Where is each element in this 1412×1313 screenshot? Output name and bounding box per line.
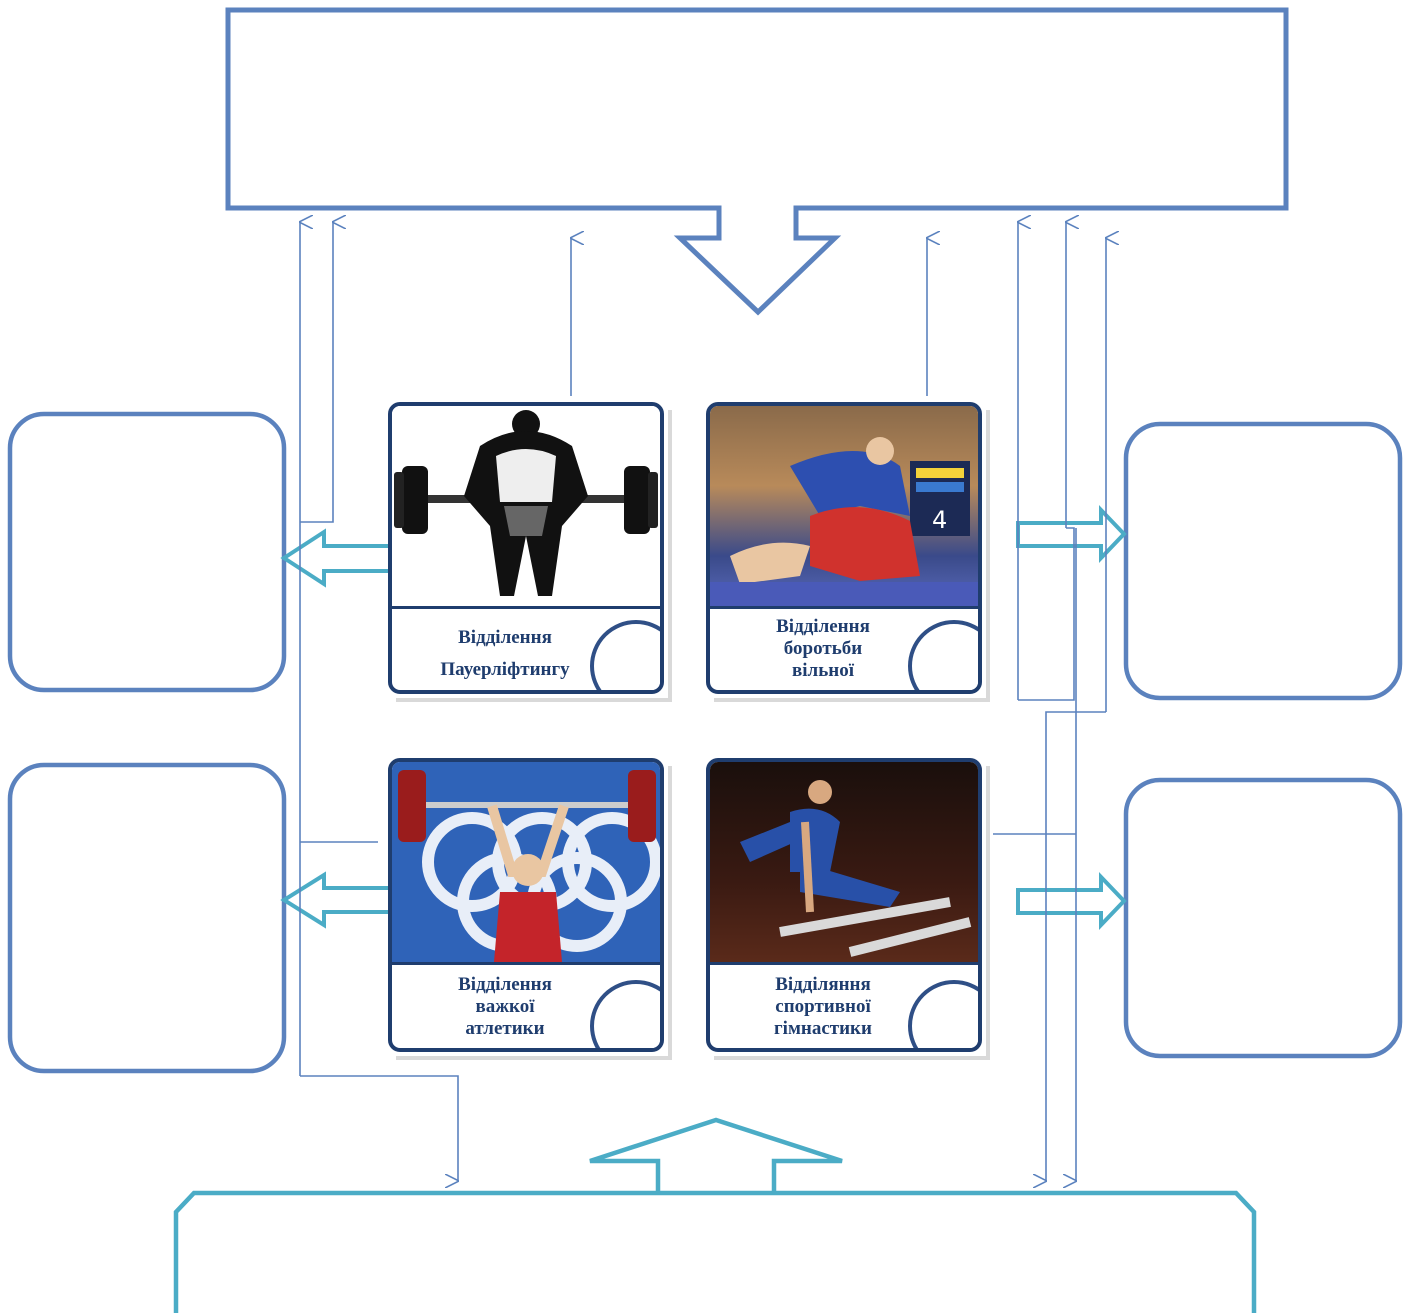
caption-line: Відділяння bbox=[775, 974, 871, 995]
teal-arrow-right-upper bbox=[1016, 505, 1127, 563]
unit-caption-weightlifting: Відділення важкої атлетики bbox=[410, 974, 600, 1040]
caption-line: Відділення bbox=[458, 627, 552, 648]
caption-line: Відділення bbox=[458, 974, 552, 995]
weightlifting-photo bbox=[392, 762, 660, 965]
unit-caption-wrestling: Відділення боротьби вільної bbox=[728, 616, 918, 682]
wrestling-photo: 4 bbox=[710, 406, 978, 609]
card-shadow bbox=[396, 410, 672, 702]
unit-caption-gymnastics: Відділяння спортивної гімнастики bbox=[728, 974, 918, 1040]
gymnastics-photo bbox=[710, 762, 978, 965]
connector-right-c-base bbox=[1046, 711, 1106, 1181]
card-shadow bbox=[714, 410, 990, 702]
caption-line: Відділення bbox=[776, 616, 870, 637]
svg-text:4: 4 bbox=[932, 506, 947, 534]
right-box-lower bbox=[1123, 777, 1403, 1059]
unit-card-weightlifting: Відділення важкої атлетики bbox=[388, 758, 664, 1052]
caption-line: атлетики bbox=[465, 1018, 545, 1039]
unit-caption-powerlifting: Відділення Пауерліфтингу bbox=[410, 622, 600, 686]
caption-line: боротьби bbox=[783, 638, 863, 659]
caption-line: гімнастики bbox=[774, 1018, 872, 1039]
unit-badge bbox=[590, 980, 660, 1048]
caption-line: важкої bbox=[475, 996, 535, 1017]
caption-line: спортивної bbox=[775, 996, 871, 1017]
unit-card-gymnastics: Відділяння спортивної гімнастики bbox=[706, 758, 982, 1052]
right-box-upper bbox=[1123, 421, 1403, 701]
unit-badge bbox=[908, 980, 978, 1048]
left-box-lower bbox=[7, 762, 287, 1074]
unit-card-powerlifting: Відділення Пауерліфтингу bbox=[388, 402, 664, 694]
teal-arrow-right-lower bbox=[1016, 872, 1127, 930]
bottom-up-arrow bbox=[589, 1117, 843, 1193]
unit-card-wrestling: 4 Відділення боротьби вільної bbox=[706, 402, 982, 694]
caption-line: Пауерліфтингу bbox=[440, 659, 570, 680]
caption-line: вільної bbox=[792, 660, 854, 681]
connector-right-a-base bbox=[1018, 527, 1075, 701]
unit-badge bbox=[590, 620, 660, 690]
bottom-box bbox=[173, 1190, 1257, 1313]
powerlifter-illustration bbox=[392, 406, 660, 609]
connector-left-to-bottom bbox=[300, 1075, 458, 1181]
card-shadow bbox=[396, 766, 672, 1060]
connector-left-inner bbox=[300, 222, 333, 523]
card-shadow bbox=[714, 766, 990, 1060]
unit-badge bbox=[908, 620, 978, 690]
top-box bbox=[225, 7, 1289, 316]
left-box-upper bbox=[7, 411, 287, 693]
